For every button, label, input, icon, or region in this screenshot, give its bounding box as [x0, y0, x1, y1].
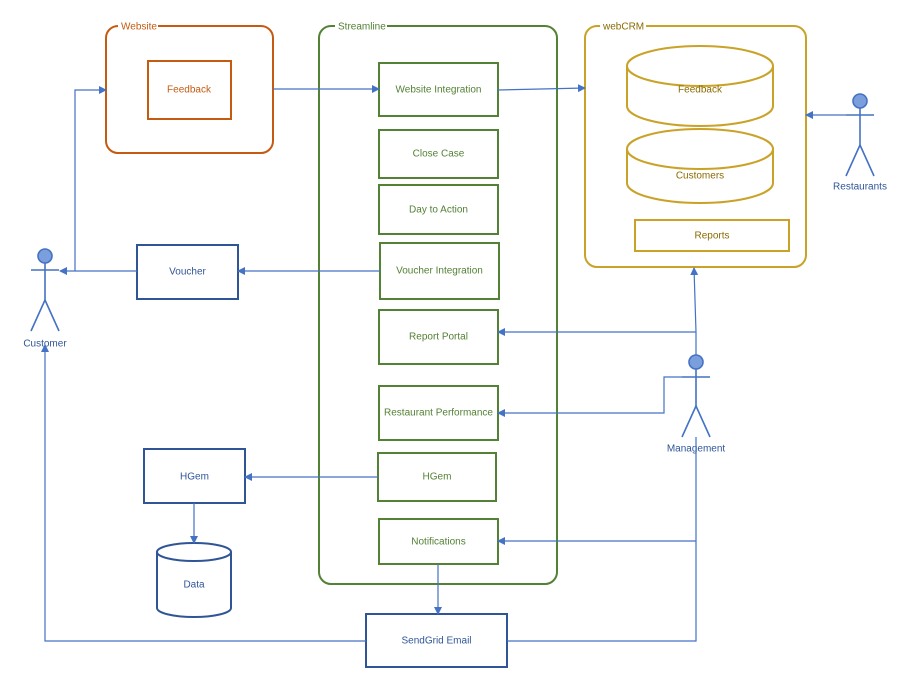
streamline-group-label: Streamline	[338, 22, 386, 33]
website-integration-label: Website Integration	[396, 85, 482, 96]
management-actor	[681, 354, 711, 438]
restaurants-actor	[845, 93, 875, 177]
connector-management-to-webcrm	[690, 267, 699, 355]
sendgrid-box: SendGrid Email	[365, 613, 508, 668]
restaurant-performance-box: Restaurant Performance	[378, 385, 499, 441]
restaurant-performance-label: Restaurant Performance	[384, 408, 493, 419]
hgem-box: HGem	[143, 448, 246, 504]
connector-integration-to-webcrm	[497, 84, 586, 93]
webcrm-group: webCRM	[584, 20, 807, 268]
report-portal-box: Report Portal	[378, 309, 499, 365]
notifications-label: Notifications	[411, 537, 465, 548]
data-database-label: Data	[183, 580, 205, 591]
website-integration-box: Website Integration	[378, 62, 499, 117]
customer-actor	[30, 248, 60, 332]
webcrm-group-label: webCRM	[602, 22, 644, 33]
day-to-action-label: Day to Action	[409, 205, 468, 216]
feedback-database: Feedback	[626, 45, 774, 127]
customers-database-label: Customers	[676, 171, 724, 182]
voucher-integration-box: Voucher Integration	[379, 242, 500, 300]
day-to-action-box: Day to Action	[378, 184, 499, 235]
report-portal-label: Report Portal	[409, 332, 468, 343]
website-feedback-label: Feedback	[167, 85, 212, 96]
data-database: Data	[156, 542, 232, 618]
connector-sendgrid-to-customer	[41, 344, 366, 642]
streamline-hgem-label: HGem	[423, 472, 452, 483]
connector-sendgrid-to-management	[507, 541, 697, 642]
feedback-database-label: Feedback	[678, 85, 723, 96]
connector-customer-to-website	[74, 86, 107, 271]
close-case-label: Close Case	[413, 149, 465, 160]
voucher-label: Voucher	[169, 267, 206, 278]
notifications-box: Notifications	[378, 518, 499, 565]
website-feedback-box: Feedback	[147, 60, 232, 120]
connector-management-to-restaurant-performance	[497, 376, 682, 417]
website-group-label: Website	[121, 22, 157, 33]
customers-database: Customers	[626, 128, 774, 204]
hgem-label: HGem	[180, 472, 209, 483]
sendgrid-label: SendGrid Email	[401, 636, 471, 647]
close-case-box: Close Case	[378, 129, 499, 179]
voucher-integration-label: Voucher Integration	[396, 266, 483, 277]
restaurants-actor-label: Restaurants	[833, 182, 887, 193]
streamline-hgem-box: HGem	[377, 452, 497, 502]
reports-box: Reports	[634, 219, 790, 252]
voucher-box: Voucher	[136, 244, 239, 300]
streamline-group: Streamline	[318, 20, 558, 585]
reports-label: Reports	[694, 231, 729, 242]
